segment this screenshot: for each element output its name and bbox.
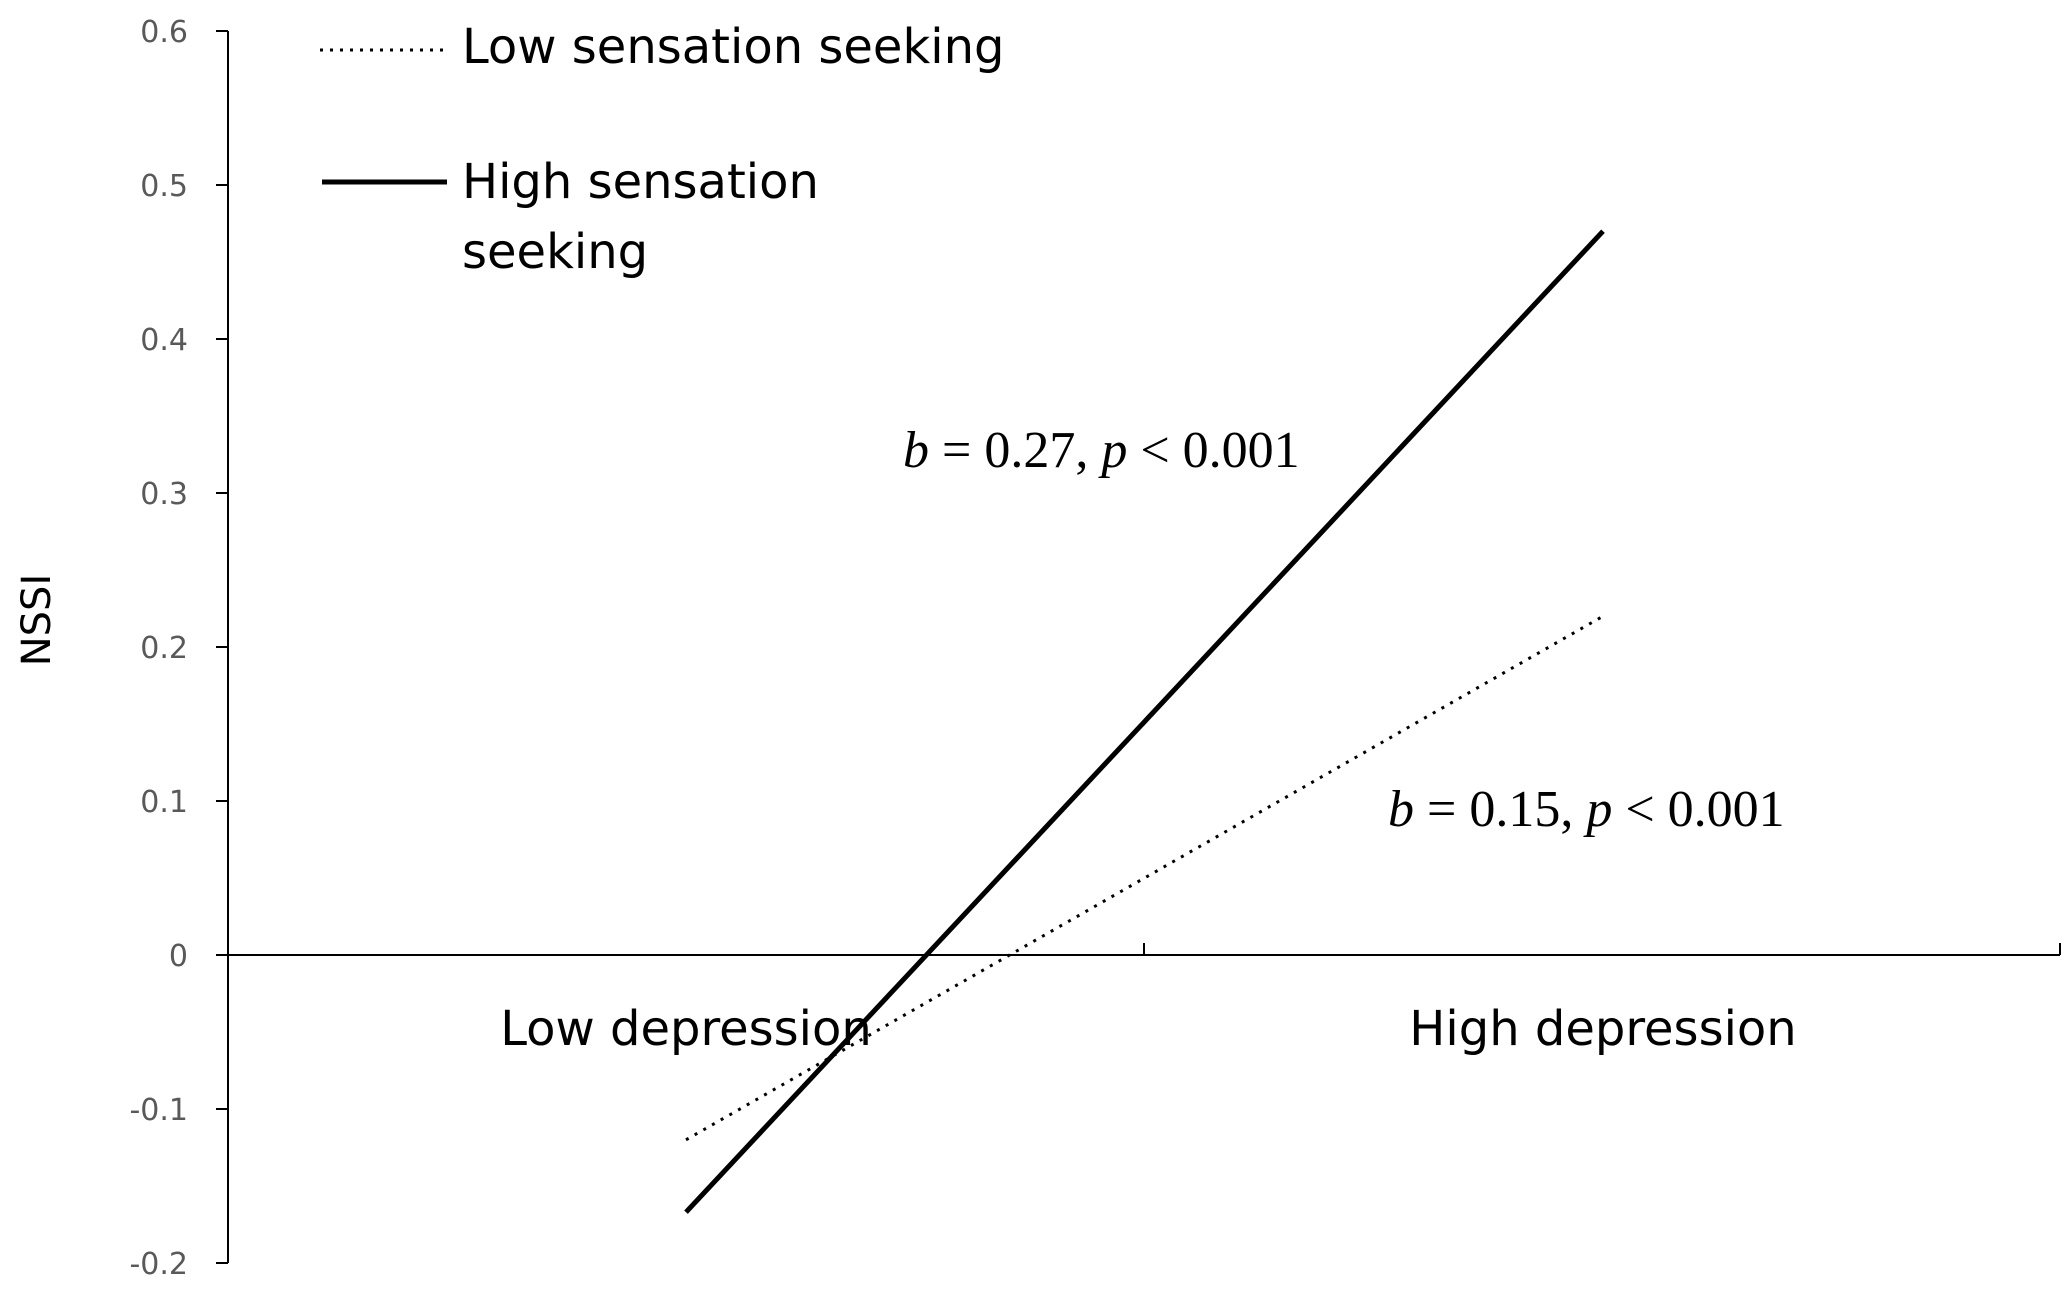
y-tick-label: -0.1	[129, 1093, 188, 1128]
x-axis: Low depression High depression	[228, 943, 2061, 1057]
annotation-high-p-value: < 0.001	[1127, 422, 1299, 479]
series-line-low	[685, 614, 1604, 1142]
annotation-low-p-value: < 0.001	[1612, 781, 1784, 838]
annotation-high-b: b	[903, 422, 929, 479]
y-tick-label: 0.5	[140, 169, 188, 204]
annotation-low-b-value: = 0.15,	[1414, 781, 1586, 838]
legend-label-high: High sensation seeking	[462, 154, 834, 280]
annotation-high: b = 0.27, p < 0.001	[903, 422, 1300, 479]
legend-label-low: Low sensation seeking	[462, 19, 1004, 75]
annotation-low-p: p	[1582, 781, 1612, 838]
y-tick-label: 0.2	[140, 631, 188, 666]
annotation-high-p: p	[1097, 422, 1127, 479]
x-category-label: High depression	[1409, 1001, 1796, 1057]
y-tick-label: 0.1	[140, 785, 188, 820]
legend-label-high-line1: High sensation	[462, 154, 819, 210]
y-tick-label: 0	[169, 939, 188, 974]
y-axis: 0.6 0.5 0.4 0.3 0.2 0.1 0 -0.1 -0.2	[129, 15, 229, 1282]
annotation-high-b-value: = 0.27,	[929, 422, 1101, 479]
series-layer	[684, 229, 1605, 1214]
x-category-label: Low depression	[500, 1001, 872, 1057]
annotation-low: b = 0.15, p < 0.001	[1388, 781, 1785, 838]
y-tick-label: 0.6	[140, 15, 188, 50]
y-tick-label: 0.3	[140, 477, 188, 512]
legend-label-high-line2: seeking	[462, 224, 648, 280]
annotations: b = 0.27, p < 0.001 b = 0.15, p < 0.001	[903, 422, 1785, 838]
series-line-high	[684, 229, 1605, 1214]
y-tick-label: -0.2	[129, 1247, 188, 1282]
annotation-low-b: b	[1388, 781, 1414, 838]
y-axis-title: NSSI	[14, 574, 60, 667]
legend: Low sensation seeking High sensation see…	[320, 19, 1004, 280]
y-tick-label: 0.4	[140, 323, 188, 358]
